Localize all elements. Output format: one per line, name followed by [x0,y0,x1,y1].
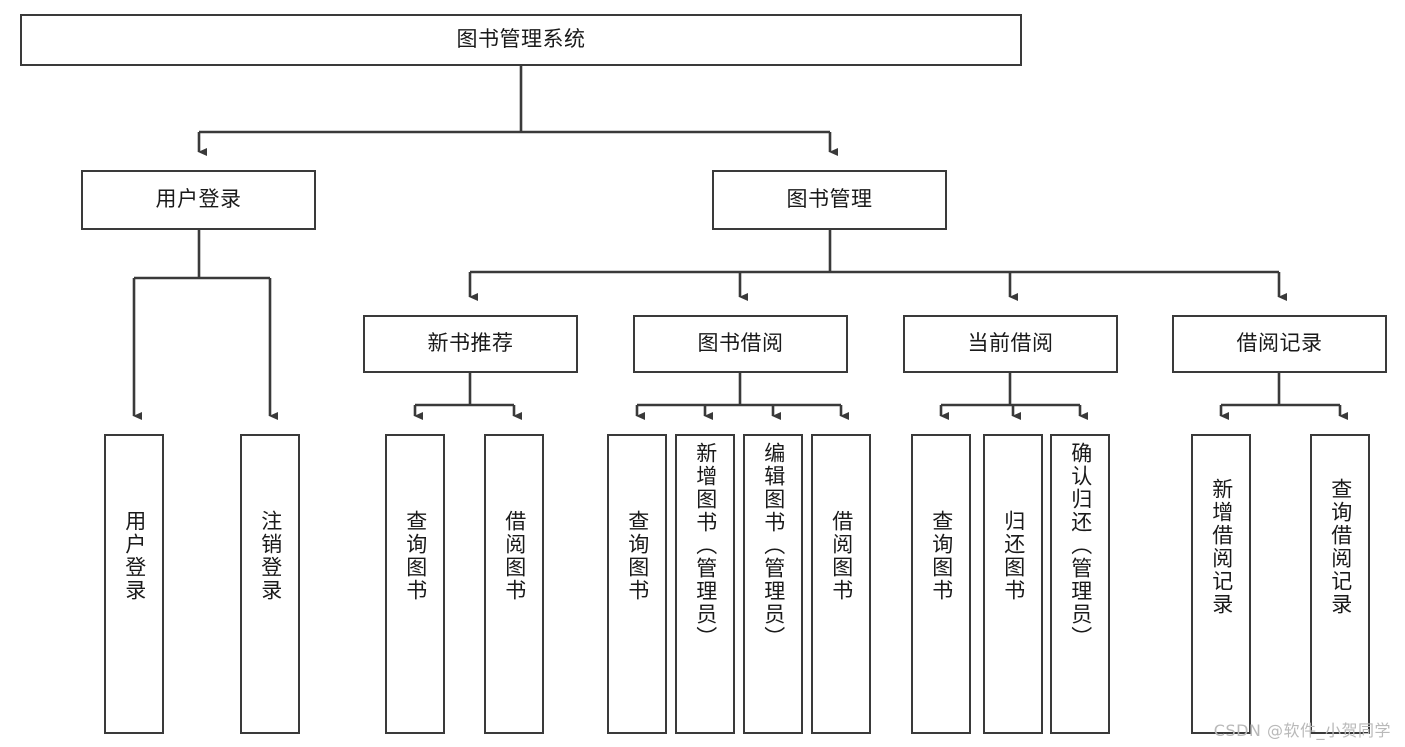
leaf-add-book-admin[interactable]: 新增图书（管理员） [675,434,735,734]
leaf-borrow-book-recommend-label: 借阅图书 [502,510,527,602]
leaf-query-book-borrow-label: 查询图书 [625,510,650,602]
leaf-logout[interactable]: 注销登录 [240,434,300,734]
node-new-book-recommend[interactable]: 新书推荐 [363,315,578,373]
leaf-edit-book-admin-label: 编辑图书（管理员） [761,442,786,649]
leaf-add-book-admin-label: 新增图书（管理员） [693,442,718,649]
node-book-management-label: 图书管理 [786,187,873,212]
leaf-add-borrow-record[interactable]: 新增借阅记录 [1191,434,1251,734]
leaf-query-book-borrow[interactable]: 查询图书 [607,434,667,734]
leaf-query-borrow-record-label: 查询借阅记录 [1328,478,1353,616]
csdn-watermark: CSDN @软件_小贺同学 [1213,721,1391,740]
node-new-book-recommend-label: 新书推荐 [427,331,514,356]
node-book-borrow-label: 图书借阅 [697,331,784,356]
leaf-borrow-book-recommend[interactable]: 借阅图书 [484,434,544,734]
node-book-management[interactable]: 图书管理 [712,170,947,230]
leaf-confirm-return-admin-label: 确认归还（管理员） [1068,442,1093,649]
leaf-logout-label: 注销登录 [258,510,283,602]
node-user-login[interactable]: 用户登录 [81,170,316,230]
node-root[interactable]: 图书管理系统 [20,14,1022,66]
leaf-query-book-recommend[interactable]: 查询图书 [385,434,445,734]
leaf-add-borrow-record-label: 新增借阅记录 [1209,478,1234,616]
leaf-edit-book-admin[interactable]: 编辑图书（管理员） [743,434,803,734]
node-root-label: 图书管理系统 [456,27,586,52]
leaf-query-borrow-record[interactable]: 查询借阅记录 [1310,434,1370,734]
node-borrow-record-label: 借阅记录 [1236,331,1323,356]
leaf-borrow-book[interactable]: 借阅图书 [811,434,871,734]
leaf-return-book[interactable]: 归还图书 [983,434,1043,734]
leaf-borrow-book-label: 借阅图书 [829,510,854,602]
leaf-query-book-current-label: 查询图书 [929,510,954,602]
leaf-user-login[interactable]: 用户登录 [104,434,164,734]
leaf-query-book-current[interactable]: 查询图书 [911,434,971,734]
node-borrow-record[interactable]: 借阅记录 [1172,315,1387,373]
leaf-return-book-label: 归还图书 [1001,510,1026,602]
leaf-user-login-label: 用户登录 [122,510,147,602]
leaf-query-book-recommend-label: 查询图书 [403,510,428,602]
node-book-borrow[interactable]: 图书借阅 [633,315,848,373]
node-current-borrow-label: 当前借阅 [967,331,1054,356]
node-current-borrow[interactable]: 当前借阅 [903,315,1118,373]
node-user-login-label: 用户登录 [155,187,242,212]
leaf-confirm-return-admin[interactable]: 确认归还（管理员） [1050,434,1110,734]
